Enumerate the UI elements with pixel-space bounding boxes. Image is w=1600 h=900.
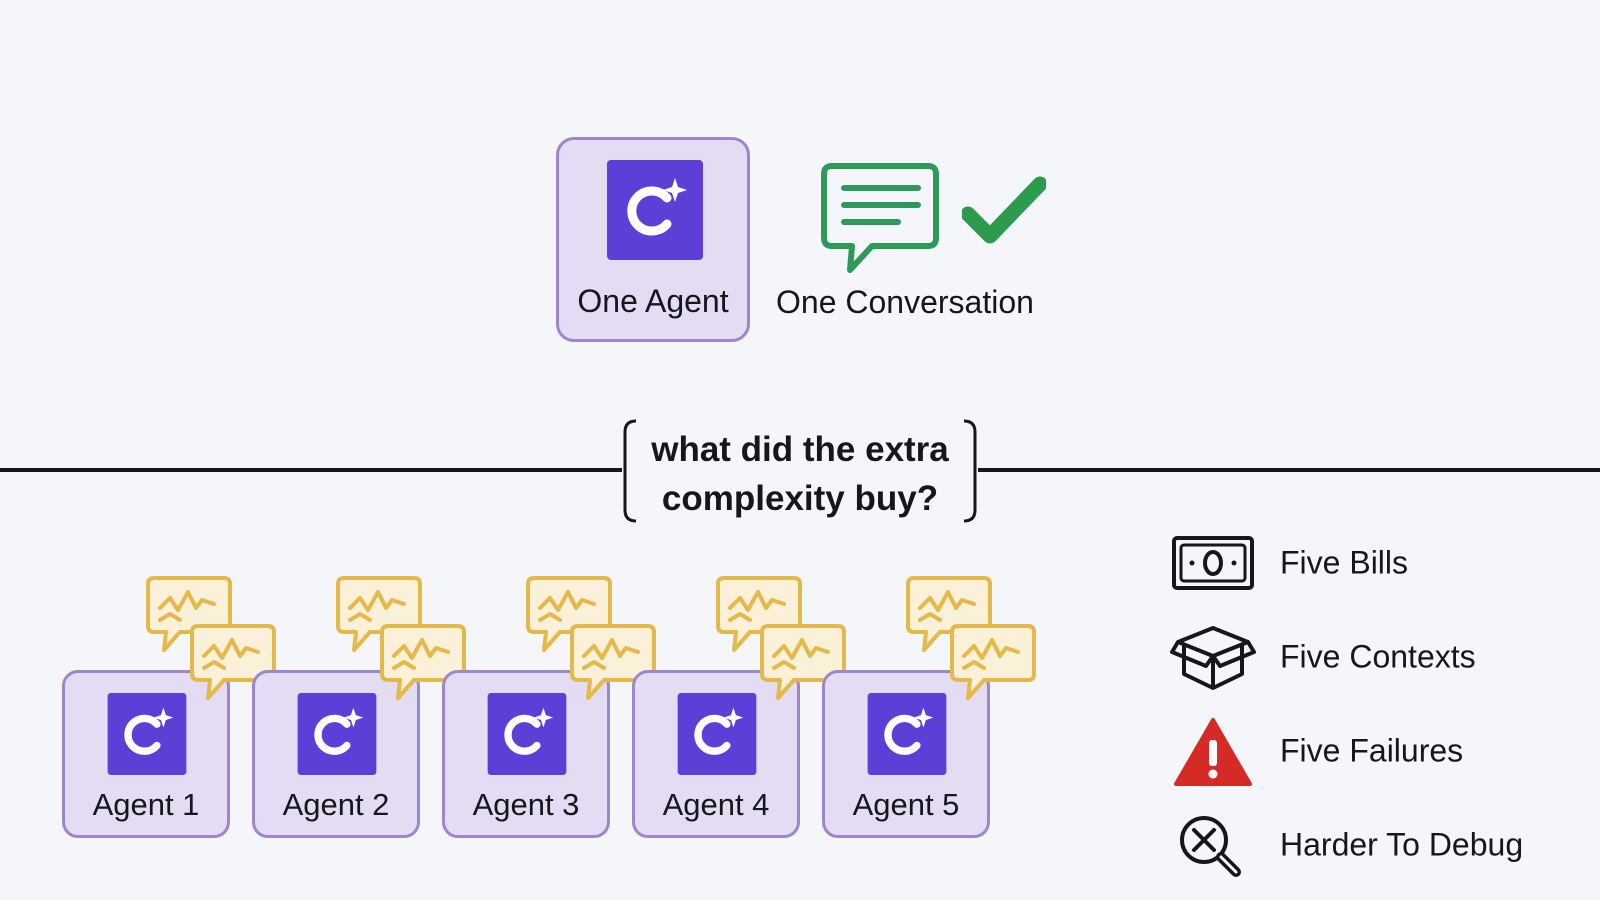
agent-logo-icon [487,693,567,775]
agent-logo-icon [607,160,703,260]
one-conversation-label: One Conversation [776,284,1034,320]
agent-card-3: Agent 3 [442,670,610,838]
chat-activity-icon [948,622,1038,708]
agent-card-2: Agent 2 [252,670,420,838]
agent-logo-icon [867,693,947,775]
checkmark-icon [962,176,1046,244]
consequence-five-bills: Five Bills [1170,528,1590,598]
consequence-label: Five Contexts [1280,638,1476,675]
consequence-label: Harder To Debug [1280,826,1524,863]
agent-logo-icon [677,693,757,775]
agent-label: Agent 2 [282,787,390,822]
bracket-frame [623,419,977,523]
consequence-five-contexts: Five Contexts [1170,622,1590,692]
banknote-icon [1172,536,1254,590]
question-callout: what did the extra complexity buy? [622,418,978,524]
box-icon [1170,626,1256,690]
consequence-label: Five Failures [1280,732,1464,769]
warning-icon [1174,718,1252,786]
agent-card-1: Agent 1 [62,670,230,838]
question-text: what did the extra complexity buy? [632,425,968,523]
chat-bubble-icon [821,163,939,273]
agent-card-5: Agent 5 [822,670,990,838]
agent-label: Agent 5 [852,787,960,822]
magnifier-x-icon [1180,816,1241,877]
agent-card-4: Agent 4 [632,670,800,838]
agent-label: Agent 3 [472,787,580,822]
single-agent-label: One Agent [577,283,729,319]
question-line-1: what did the extra [651,430,949,469]
question-line-2: complexity buy? [661,479,939,518]
agent-logo-icon [107,693,187,775]
consequence-harder-to-debug: Harder To Debug [1170,810,1590,880]
agent-logo-icon [297,693,377,775]
consequence-five-failures: Five Failures [1170,716,1590,786]
single-agent-card: One Agent [556,137,750,342]
consequence-label: Five Bills [1280,544,1409,581]
agent-label: Agent 4 [662,787,770,822]
agent-label: Agent 1 [92,787,200,822]
